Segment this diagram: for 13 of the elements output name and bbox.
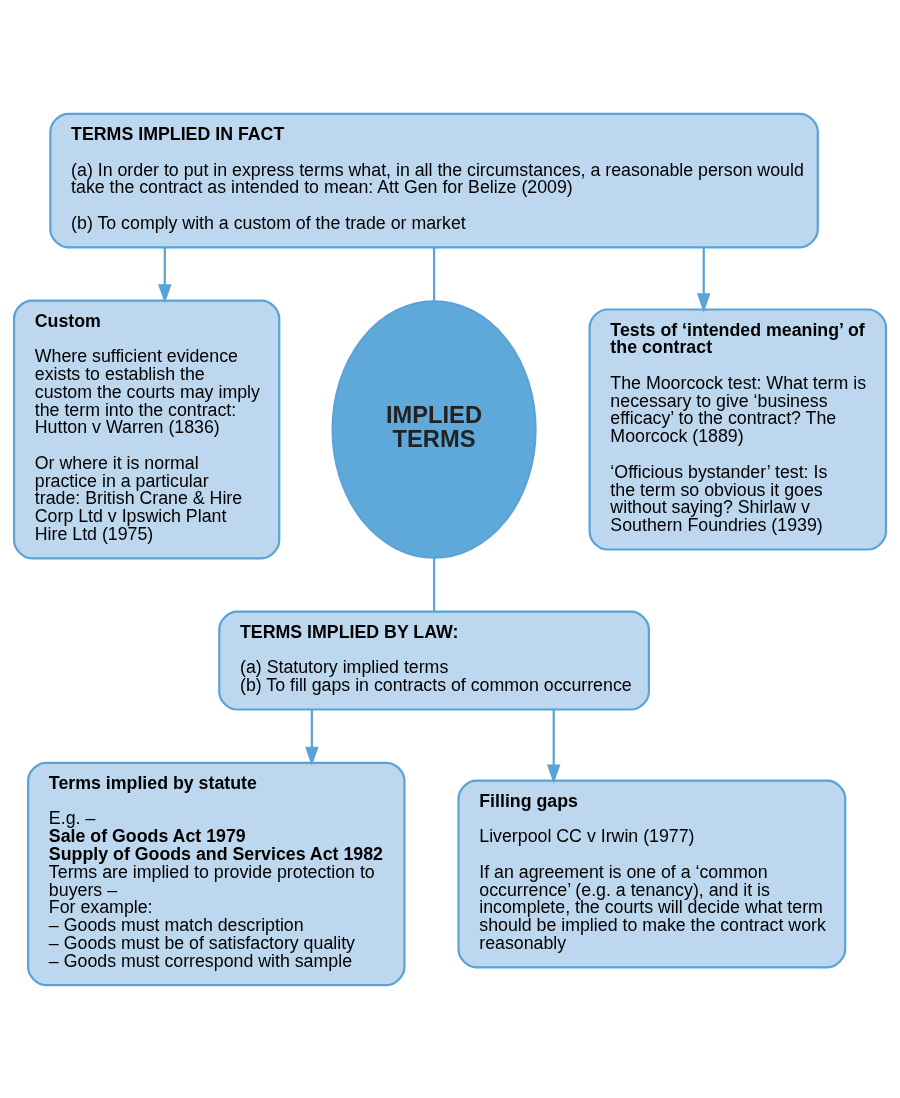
node-ellipse: IMPLIED TERMS — [331, 299, 537, 559]
node-box: TERMS IMPLIED IN FACT (a) In order to put in express terms what, in all the circumstances, a reasonable person would take the contract as intended to mean: Att Gen for Belize (2009) (b) To comply with a custom of the trade or market — [49, 112, 819, 248]
connector — [432, 246, 436, 301]
arrow — [546, 709, 561, 784]
arrow — [158, 246, 172, 303]
node-box: Tests of ‘intended meaning’ of the contract The Moorcock test: What term is necessary to give ‘business efficacy’ to the contract? The Moorcock (1889) ‘Officious bystander’ test: Is the term so obvious it goes without saying? Shirlaw v Southern Foundries (1939) — [588, 307, 888, 551]
node-box: Custom Where sufficient evidence exists to establish the custom the courts may imply the term into the contract: Hutton v Warren (1836) Or where it is normal practice in a particular trade: British Crane & Hire Corp Ltd v Ipswich Plant Hire Ltd (1975) — [12, 299, 281, 559]
node-box: Filling gaps Liverpool CC v Irwin (1977) If an agreement is one of a ‘common occurrence’ (e.g. a tenancy), and it is incomplete, the courts will decide what term should be implied to make the contract work reasonably — [457, 779, 847, 968]
arrow — [305, 709, 319, 766]
node-box: Terms implied by statute E.g. – Sale of Goods Act 1979 Supply of Goods and Services Act 1982 Terms are implied to provide protection to buyers – For example: – Goods must match description – Goods must be of satisfactory quality – Goods must correspond with sample — [27, 761, 406, 986]
node-box: TERMS IMPLIED BY LAW: (a) Statutory implied terms (b) To fill gaps in contracts of common occurrence — [218, 610, 650, 711]
connector — [432, 557, 436, 612]
arrow — [696, 246, 711, 313]
